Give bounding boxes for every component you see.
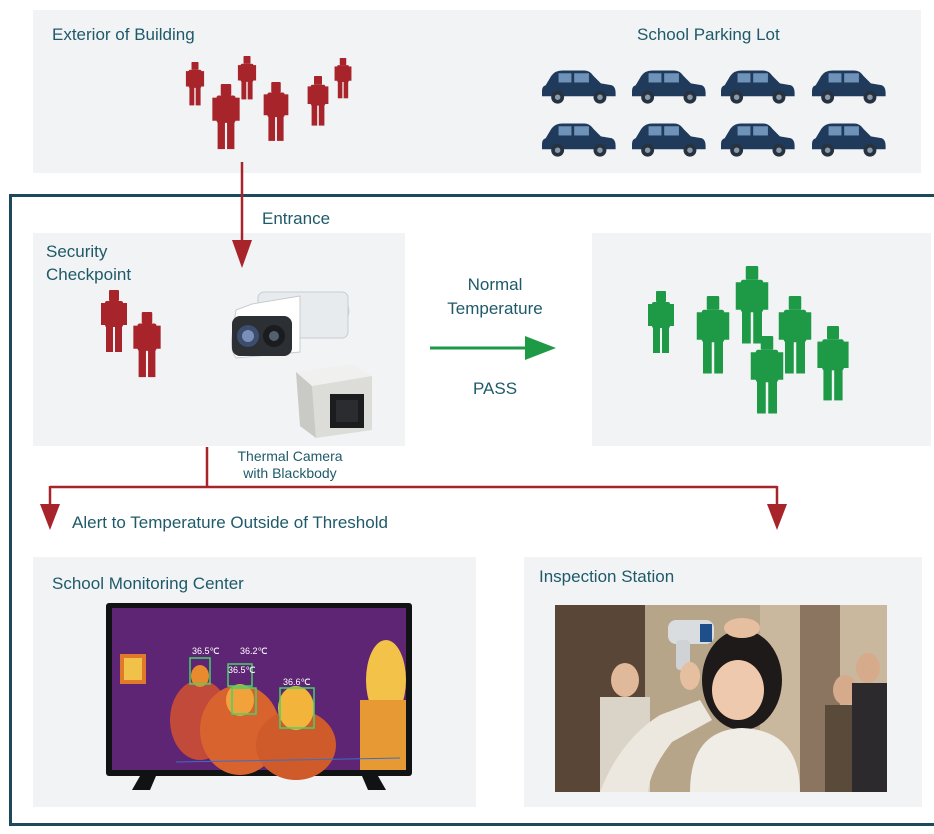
pass-arrow	[430, 336, 556, 360]
exterior-crowd	[185, 56, 352, 150]
alert-arrow-right	[767, 504, 787, 530]
temp-reading-4: 36.6℃	[283, 677, 311, 687]
normal-label-1: Normal	[467, 275, 523, 294]
blackbody-icon	[296, 364, 372, 438]
parking-cars	[542, 70, 886, 157]
exterior-label: Exterior of Building	[52, 25, 195, 44]
school-building-frame	[9, 194, 934, 826]
passed-people	[648, 266, 849, 414]
camera-caption-2: with Blackbody	[243, 465, 337, 481]
normal-label-2: Temperature	[447, 299, 543, 318]
temp-reading-3: 36.5℃	[228, 665, 256, 675]
camera-caption-1: Thermal Camera	[237, 448, 343, 464]
checkpoint-label-1: Security	[46, 242, 108, 261]
pass-label: PASS	[472, 379, 518, 398]
checkpoint-label-2: Checkpoint	[46, 265, 132, 284]
inspection-label: Inspection Station	[539, 567, 675, 586]
parking-label: School Parking Lot	[637, 25, 780, 44]
temp-reading-2: 36.2℃	[240, 646, 268, 656]
entrance-label: Entrance	[262, 209, 331, 228]
inspection-photo	[555, 605, 887, 792]
checkpoint-people	[101, 290, 161, 378]
monitoring-tv-icon	[106, 603, 412, 790]
alert-flow-lines	[48, 447, 779, 508]
temp-reading-1: 36.5℃	[192, 646, 220, 656]
entrance-arrow	[232, 162, 252, 268]
alert-arrow-left	[40, 504, 60, 530]
alert-label: Alert to Temperature Outside of Threshol…	[72, 513, 388, 532]
monitoring-label: School Monitoring Center	[52, 574, 244, 593]
thermal-camera-icon	[231, 291, 350, 359]
